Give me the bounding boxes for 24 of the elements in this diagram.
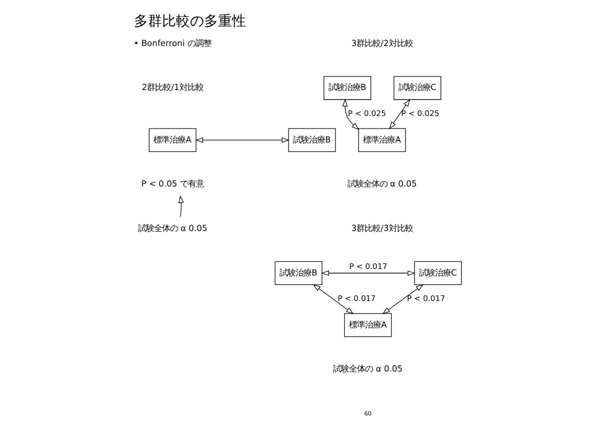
node-box: 試験治療B [288,128,336,152]
node-text: 試験全体の α 0.05 [138,222,208,232]
label: 試験全体の α 0.05 [347,178,417,188]
arrow [195,136,290,142]
label: 3群比較/3対比較 [351,222,413,232]
node-box: 標準治療A [358,128,406,152]
label: 2群比較/1対比較 [142,82,204,92]
arrow [342,98,360,130]
label: • Bonferroni の調整 [134,37,212,48]
arrow [312,284,354,314]
label: 試験全体の α 0.05 [333,363,403,374]
arrow [389,98,410,129]
node-text: P < 0.05 で有意 [141,178,204,188]
label: 3群比較/2対比較 [351,37,413,48]
node-box: 試験治療C [394,76,442,100]
node-box: 標準治療A [148,128,196,152]
arrow [382,284,424,314]
node-box: 標準治療A [344,312,392,337]
arrow [321,270,416,276]
node-box: 試験治療C [414,260,462,284]
diagram-title: 多群比較の多重性 [134,12,246,29]
arrow [178,194,184,217]
node-box: 試験治療B [324,76,372,100]
node-box: 試験治療B [274,260,322,284]
